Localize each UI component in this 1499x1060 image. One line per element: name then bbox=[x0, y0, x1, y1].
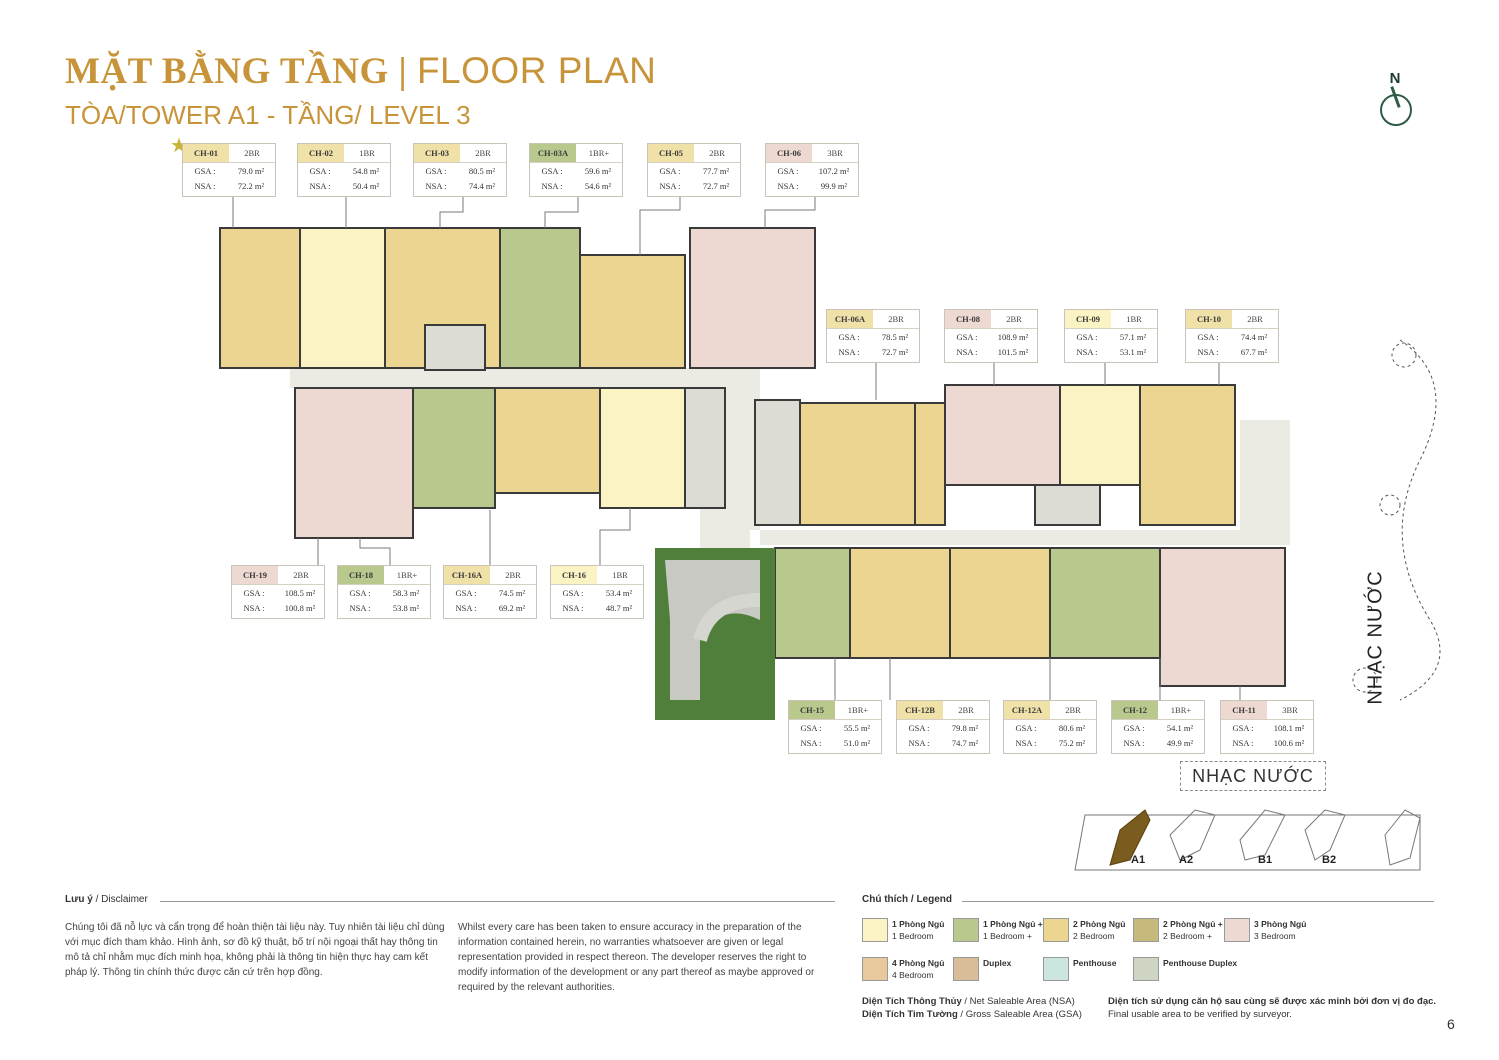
divider bbox=[962, 901, 1434, 902]
legend-item: 2 Phòng Ngủ +2 Bedroom + bbox=[1133, 918, 1223, 942]
middle-right-wing bbox=[754, 384, 1236, 526]
top-wing bbox=[219, 227, 816, 371]
legend-item: Penthouse bbox=[1043, 957, 1116, 981]
svg-text:A2: A2 bbox=[1179, 854, 1193, 866]
svg-text:B1: B1 bbox=[1258, 854, 1272, 866]
divider bbox=[160, 901, 835, 902]
page-number: 6 bbox=[1447, 1016, 1455, 1032]
fountain-path bbox=[1352, 339, 1441, 701]
north-compass-icon: N bbox=[1378, 70, 1412, 130]
disclaimer-text-vi: Chúng tôi đã nỗ lực và cẩn trọng để hoàn… bbox=[65, 922, 445, 978]
bottom-wing bbox=[774, 547, 1286, 687]
site-key-map bbox=[1074, 809, 1421, 871]
legend-item: Duplex bbox=[953, 957, 1011, 981]
svg-text:A1: A1 bbox=[1131, 854, 1145, 866]
disclaimer-heading: Lưu ý / Disclaimer bbox=[65, 894, 148, 905]
area-final-note: Diện tích sử dụng căn hộ sau cùng sẽ đượ… bbox=[1108, 996, 1437, 1020]
disclaimer-text-en: Whilst every care has been taken to ensu… bbox=[458, 922, 815, 993]
garden bbox=[655, 548, 775, 720]
legend-item: Penthouse Duplex bbox=[1133, 957, 1237, 981]
legend-heading: Chú thích / Legend bbox=[862, 894, 952, 905]
svg-text:B2: B2 bbox=[1322, 854, 1336, 866]
middle-left-wing bbox=[294, 387, 726, 539]
card-leader-lines bbox=[232, 196, 1241, 700]
area-definition: Diện Tích Thông Thủy / Net Saleable Area… bbox=[862, 996, 1082, 1020]
nhac-nuoc-vertical-label: NHẠC NƯỚC bbox=[1364, 570, 1387, 705]
legend-item: 1 Phòng Ngủ +1 Bedroom + bbox=[953, 918, 1043, 942]
page-subtitle: TÒA/TOWER A1 - TẦNG/ LEVEL 3 bbox=[65, 100, 471, 130]
page-title: MẶT BẰNG TẦNG | FLOOR PLAN bbox=[65, 50, 657, 92]
nhac-nuoc-label: NHẠC NƯỚC bbox=[1180, 761, 1326, 791]
